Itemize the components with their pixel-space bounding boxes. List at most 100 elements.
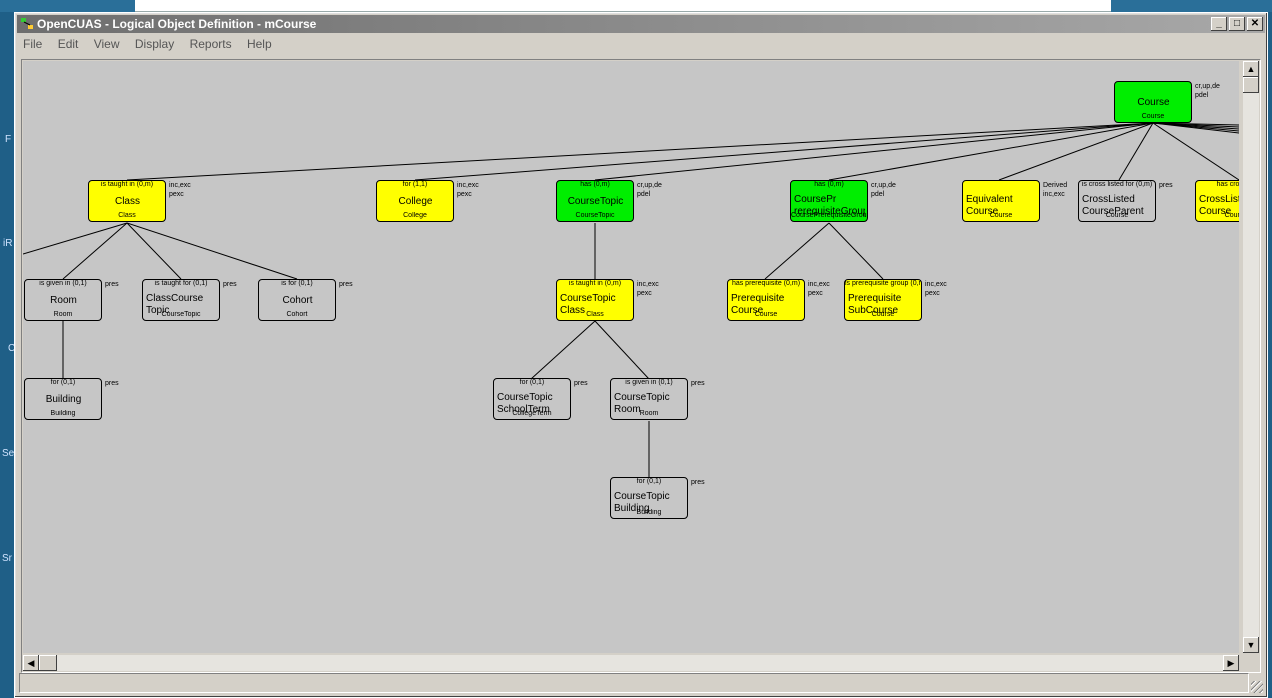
node-type-label: Course bbox=[871, 311, 895, 318]
node-relationship-label: is prerequisite group (0,m) bbox=[845, 280, 921, 287]
node-type-label: Building bbox=[636, 509, 662, 516]
desktop-icon-label: Se bbox=[2, 448, 15, 459]
scroll-up-button[interactable]: ▲ bbox=[1243, 61, 1259, 77]
menu-edit[interactable]: Edit bbox=[57, 37, 79, 51]
node-type-label: CourseTopic bbox=[161, 311, 201, 318]
node-flags: cr,up,de pdel bbox=[1195, 83, 1220, 99]
node-flags: pres bbox=[339, 281, 353, 288]
vertical-scroll-thumb[interactable] bbox=[1243, 77, 1259, 93]
node-name: College bbox=[398, 196, 433, 207]
node-name: CourseTopic Building bbox=[614, 491, 670, 514]
node-name: CourseTopic bbox=[567, 196, 624, 207]
node-name: CourseTopic Room bbox=[614, 392, 670, 415]
close-icon: ✕ bbox=[1250, 18, 1260, 29]
node-name: Class bbox=[114, 196, 140, 207]
node-type-label: College bbox=[403, 212, 427, 219]
maximize-icon: □ bbox=[1233, 18, 1241, 29]
node-flags: inc,exc pexc bbox=[457, 182, 479, 198]
horizontal-scrollbar[interactable]: ◀ ▶ bbox=[23, 655, 1239, 671]
node-flags: pres bbox=[105, 380, 119, 387]
node-name: Prerequisite Course bbox=[731, 293, 785, 316]
node-type-label: CollegeTerm bbox=[512, 410, 552, 417]
arrow-right-icon: ▶ bbox=[1227, 658, 1235, 668]
node-name: CrossListed CourseParent bbox=[1082, 194, 1144, 217]
maximize-button[interactable]: □ bbox=[1229, 17, 1245, 31]
desktop-icon-label: Sr bbox=[2, 553, 12, 564]
node-name: Building bbox=[45, 394, 82, 405]
node-type-label: CourseTopic bbox=[575, 212, 615, 219]
node-type-label: Course bbox=[989, 212, 1013, 219]
node-relationship-label: is taught for (0,1) bbox=[154, 280, 208, 287]
node-relationship-label: is taught in (0,m) bbox=[100, 181, 154, 188]
node-flags: pres bbox=[105, 281, 119, 288]
node-name: ClassCourse Topic bbox=[146, 293, 204, 316]
node-type-label: Class bbox=[118, 212, 136, 219]
node-relationship-label: is for (0,1) bbox=[281, 280, 313, 287]
menu-help[interactable]: Help bbox=[246, 37, 272, 51]
entity-node-crosslistedparent[interactable]: is cross listed for (0,m)CrossListed Cou… bbox=[1078, 180, 1173, 222]
node-flags: pres bbox=[1159, 182, 1173, 189]
node-flags: inc,exc pexc bbox=[169, 182, 191, 198]
node-type-label: CoursePrerequisiteGroup bbox=[791, 212, 867, 219]
node-flags: cr,up,de pdel bbox=[637, 182, 662, 198]
scroll-down-button[interactable]: ▼ bbox=[1243, 637, 1259, 653]
node-relationship-label: has prerequisite (0,m) bbox=[731, 280, 801, 287]
background-window-edge bbox=[135, 0, 1111, 12]
vertical-scrollbar[interactable]: ▲ ▼ bbox=[1243, 61, 1259, 653]
node-flags: pres bbox=[574, 380, 588, 387]
node-relationship-label: for (0,1) bbox=[50, 379, 76, 386]
menu-file[interactable]: File bbox=[23, 37, 43, 51]
close-button[interactable]: ✕ bbox=[1247, 17, 1263, 31]
node-type-label: Course bbox=[1105, 212, 1129, 219]
node-name: CoursePr rerequisiteGroup bbox=[794, 194, 865, 217]
node-type-label: Cohort bbox=[286, 311, 308, 318]
horizontal-scroll-thumb[interactable] bbox=[39, 655, 57, 671]
relationship-lines bbox=[23, 122, 1239, 478]
node-type-label: Building bbox=[50, 410, 76, 417]
entity-node-prereqsubcourse[interactable]: is prerequisite group (0,m) Prerequisite … bbox=[844, 279, 947, 321]
scroll-left-button[interactable]: ◀ bbox=[23, 655, 39, 671]
node-flags: pres bbox=[691, 479, 705, 486]
desktop-icon-label: F bbox=[5, 134, 12, 145]
node-relationship-label: for (0,1) bbox=[519, 379, 545, 386]
node-flags: inc,exc pexc bbox=[808, 281, 830, 297]
node-relationship-label: is given in (0,1) bbox=[625, 379, 673, 386]
node-type-label: Course bbox=[1141, 113, 1165, 120]
title-bar[interactable]: OpenCUAS - Logical Object Definition - m… bbox=[17, 15, 1265, 33]
status-bar bbox=[19, 673, 1249, 693]
node-relationship-label: is given in (0,1) bbox=[39, 280, 87, 287]
menu-display[interactable]: Display bbox=[134, 37, 175, 51]
node-name: Room bbox=[50, 295, 77, 306]
node-name: Prerequisite SubCourse bbox=[848, 293, 902, 316]
arrow-left-icon: ◀ bbox=[27, 658, 35, 668]
resize-grip-icon[interactable] bbox=[1251, 681, 1263, 693]
entity-node-prereqcourse[interactable]: has prerequisite (0,m) Prerequisite Cours… bbox=[727, 279, 830, 321]
arrow-down-icon: ▼ bbox=[1246, 640, 1256, 650]
minimize-icon: _ bbox=[1216, 18, 1222, 29]
scroll-right-button[interactable]: ▶ bbox=[1223, 655, 1239, 671]
node-flags: pres bbox=[223, 281, 237, 288]
minimize-button[interactable]: _ bbox=[1211, 17, 1227, 31]
menu-reports[interactable]: Reports bbox=[189, 37, 232, 51]
menu-view[interactable]: View bbox=[93, 37, 120, 51]
node-flags: inc,exc pexc bbox=[637, 281, 659, 297]
node-type-label: Room bbox=[639, 410, 659, 417]
node-type-label: Cours bbox=[1224, 212, 1239, 219]
scroll-corner bbox=[1243, 655, 1259, 671]
